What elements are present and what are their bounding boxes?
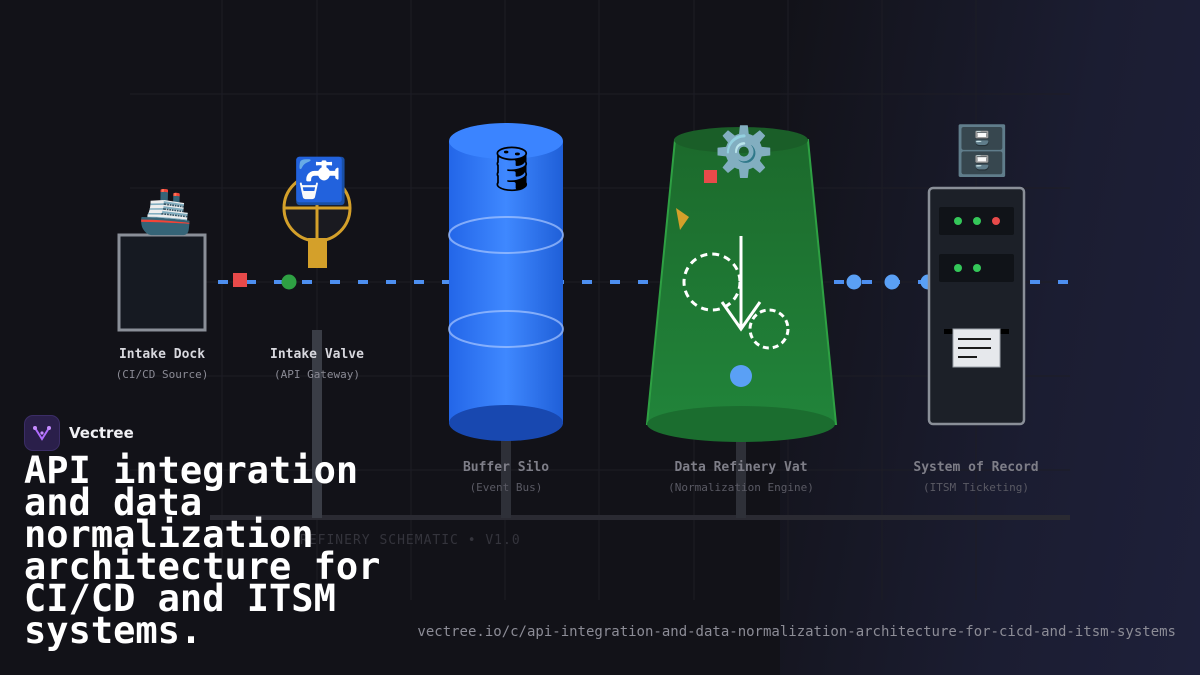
ground-rail: [210, 515, 1070, 520]
stage-subtitle: (Event Bus): [469, 481, 543, 494]
stage-label-intake-dock: Intake Dock (CI/CD Source): [72, 347, 252, 381]
page-title: API integration and data normalization a…: [24, 449, 381, 652]
stage-label-refinery-vat: Data Refinery Vat (Normalization Engine): [631, 460, 851, 494]
stage-label-system-of-record: System of Record (ITSM Ticketing): [886, 460, 1066, 494]
stage-label-intake-valve: Intake Valve (API Gateway): [227, 347, 407, 381]
ship-icon: 🚢: [138, 186, 193, 237]
data-packet-blue: [846, 274, 862, 290]
support-post: [736, 440, 746, 518]
oil-drum-icon: 🛢: [484, 144, 540, 195]
faucet-icon: 🚰: [293, 156, 348, 207]
stage-subtitle: (API Gateway): [273, 368, 361, 381]
stage-name: Intake Valve: [270, 347, 364, 362]
brand-name: Vectree: [69, 424, 134, 442]
brand: Vectree: [24, 415, 134, 451]
buffer-silo: [448, 123, 564, 441]
server-rack: [927, 186, 1026, 426]
gear-icon: ⚙️: [714, 124, 774, 180]
refinery-vat: [645, 127, 838, 442]
data-packet-red: [233, 273, 247, 287]
stage-name: Data Refinery Vat: [674, 460, 808, 475]
stage-name: Intake Dock: [118, 347, 206, 362]
intake-dock-box: [117, 233, 207, 332]
stage-name: System of Record: [913, 460, 1039, 475]
stage-subtitle: (CI/CD Source): [115, 368, 209, 381]
page-url: vectree.io/c/api-integration-and-data-no…: [417, 624, 1176, 640]
support-post: [501, 440, 511, 518]
stage-name: Buffer Silo: [462, 460, 550, 475]
stage-subtitle: (ITSM Ticketing): [923, 481, 1029, 494]
stage-subtitle: (Normalization Engine): [668, 481, 814, 494]
stage-label-buffer-silo: Buffer Silo (Event Bus): [416, 460, 596, 494]
intake-valve: [282, 173, 352, 268]
data-packet-blue: [884, 274, 900, 290]
data-packet-green: [281, 274, 297, 290]
grid: [130, 0, 1070, 600]
vectree-logo-icon: [24, 415, 60, 451]
file-cabinet-icon: 🗄️: [952, 123, 1012, 179]
support-post: [312, 330, 322, 518]
schematic-watermark: REFINERY SCHEMATIC • V1.0: [300, 533, 521, 548]
